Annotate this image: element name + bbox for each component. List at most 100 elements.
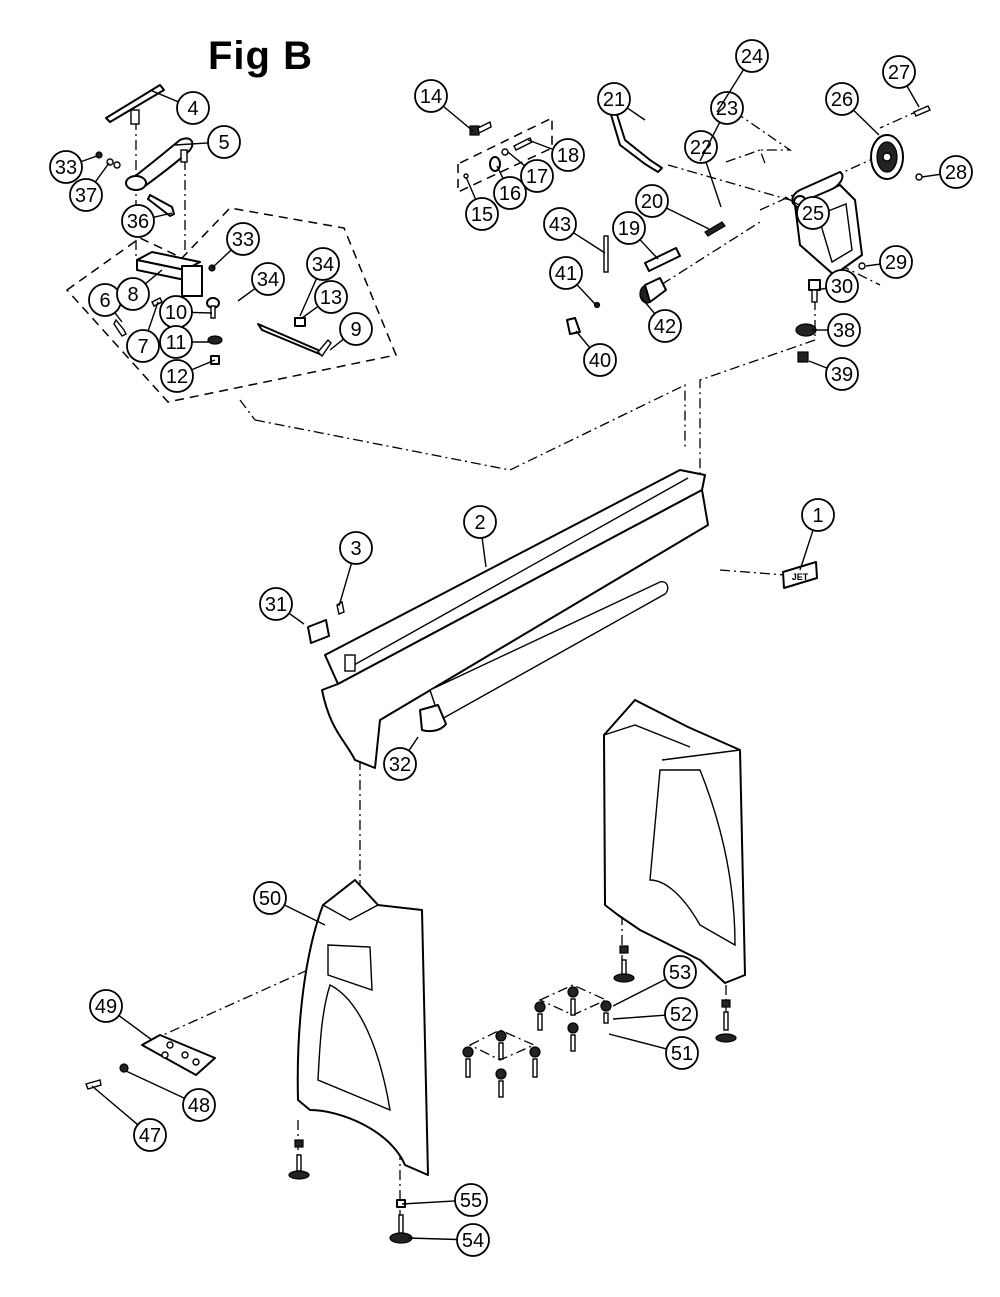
- callout-number: 15: [471, 204, 493, 226]
- callout-18: 18: [527, 138, 585, 172]
- callout-bubble: [207, 125, 241, 159]
- callout-30: 30: [814, 269, 859, 303]
- callout-53: 53: [612, 955, 697, 1007]
- callout-number: 32: [389, 754, 411, 776]
- part-31-plate[interactable]: [307, 619, 330, 644]
- callout-bubble: [306, 247, 340, 281]
- right-leg[interactable]: [603, 699, 746, 984]
- leader-line: [114, 312, 123, 323]
- callout-bubble: [121, 204, 155, 238]
- callout-bubble: [882, 55, 916, 89]
- part-27-handle[interactable]: [913, 105, 931, 117]
- callout-bubble: [648, 309, 682, 343]
- part-17-washer[interactable]: [501, 148, 509, 156]
- callout-bubble: [710, 91, 744, 125]
- part-36-locking-handle[interactable]: [147, 194, 175, 217]
- callout-51: 51: [608, 1033, 699, 1070]
- part-28-screw[interactable]: [915, 173, 923, 181]
- part-5-banjo[interactable]: [125, 137, 194, 191]
- callout-number: 2: [474, 512, 485, 534]
- callout-29: 29: [865, 245, 913, 279]
- callout-number: 27: [888, 62, 910, 84]
- part-40-cap[interactable]: [566, 317, 581, 335]
- callout-bubble: [543, 207, 577, 241]
- leveling-foot[interactable]: [613, 945, 635, 983]
- bolt-stack[interactable]: [534, 986, 612, 1052]
- part-1-logo-plate[interactable]: JET: [782, 561, 818, 589]
- right-leg-feet: [613, 945, 737, 1043]
- callout-34b: 34: [299, 247, 340, 317]
- leveling-foot[interactable]: [288, 1139, 310, 1180]
- part-6-pin[interactable]: [113, 318, 127, 337]
- callout-bubble: [583, 343, 617, 377]
- leader-line: [288, 612, 305, 625]
- callout-bubble: [493, 176, 527, 210]
- hardware-sets: [462, 984, 612, 1098]
- callout-38: 38: [812, 313, 861, 347]
- part-10-eccentric[interactable]: [206, 297, 220, 319]
- part-2-bed[interactable]: [321, 469, 709, 769]
- part-39-nut[interactable]: [797, 351, 809, 363]
- leader-line: [808, 360, 828, 369]
- part-4-tool-rest[interactable]: [105, 84, 165, 125]
- callout-bubble: [251, 262, 285, 296]
- callout-number: 17: [526, 166, 548, 188]
- leader-line: [699, 121, 721, 162]
- callout-21: 21: [597, 82, 646, 121]
- part-7-spring-pin[interactable]: [151, 297, 163, 307]
- leveling-foot[interactable]: [715, 999, 737, 1043]
- part-54-leveling-foot[interactable]: [389, 1214, 413, 1244]
- part-9-shaft[interactable]: [257, 323, 332, 358]
- part-32-cover[interactable]: [419, 704, 447, 733]
- callout-32: 32: [383, 736, 419, 781]
- leader-line: [906, 85, 920, 108]
- bolt-stack[interactable]: [462, 1030, 541, 1098]
- callout-1: 1: [799, 498, 835, 571]
- part-30-bolt[interactable]: [808, 279, 821, 303]
- part-43-pin[interactable]: [603, 235, 609, 273]
- callout-bubble: [801, 498, 835, 532]
- part-11-bushing[interactable]: [207, 335, 223, 345]
- callout-number: 34: [257, 269, 279, 291]
- callout-bubble: [520, 159, 554, 193]
- callout-bubble: [414, 79, 448, 113]
- callout-bubble: [796, 196, 830, 230]
- callout-number: 53: [669, 962, 691, 984]
- leader-line: [612, 1014, 666, 1020]
- part-47-screw[interactable]: [85, 1079, 102, 1090]
- leader-line: [626, 107, 646, 121]
- part-50-left-leg[interactable]: [296, 879, 429, 1176]
- callout-bubble: [126, 329, 160, 363]
- part-26-handwheel[interactable]: [870, 134, 904, 180]
- callout-bubble: [383, 747, 417, 781]
- callout-bubble: [827, 313, 861, 347]
- leader-line: [80, 155, 98, 163]
- callout-number: 13: [320, 287, 342, 309]
- part-3-label[interactable]: [336, 600, 345, 615]
- part-29-washer[interactable]: [858, 262, 866, 270]
- callout-42: 42: [639, 295, 682, 343]
- callout-bubble: [825, 357, 859, 391]
- part-48-washer[interactable]: [119, 1063, 129, 1073]
- callout-number: 51: [671, 1043, 693, 1065]
- leader-line: [481, 537, 487, 568]
- part-14-bolt[interactable]: [469, 120, 492, 136]
- part-33-set-screw[interactable]: [95, 151, 103, 159]
- part-49-bracket[interactable]: [141, 1034, 216, 1076]
- callout-22: 22: [684, 130, 722, 208]
- callout-number: 20: [641, 191, 663, 213]
- callout-number: 52: [670, 1004, 692, 1026]
- part-20-spring[interactable]: [704, 221, 726, 237]
- leader-line: [852, 109, 880, 136]
- leader-line: [465, 176, 477, 200]
- leader-line: [865, 263, 881, 267]
- part-19-quill[interactable]: [644, 247, 681, 272]
- callout-number: 49: [95, 996, 117, 1018]
- leader-line: [329, 338, 344, 351]
- callout-14: 14: [414, 79, 474, 132]
- part-42-live-center[interactable]: [639, 277, 667, 304]
- part-13-cam[interactable]: [294, 317, 306, 327]
- callout-bubble: [339, 312, 373, 346]
- leader-line: [576, 284, 597, 306]
